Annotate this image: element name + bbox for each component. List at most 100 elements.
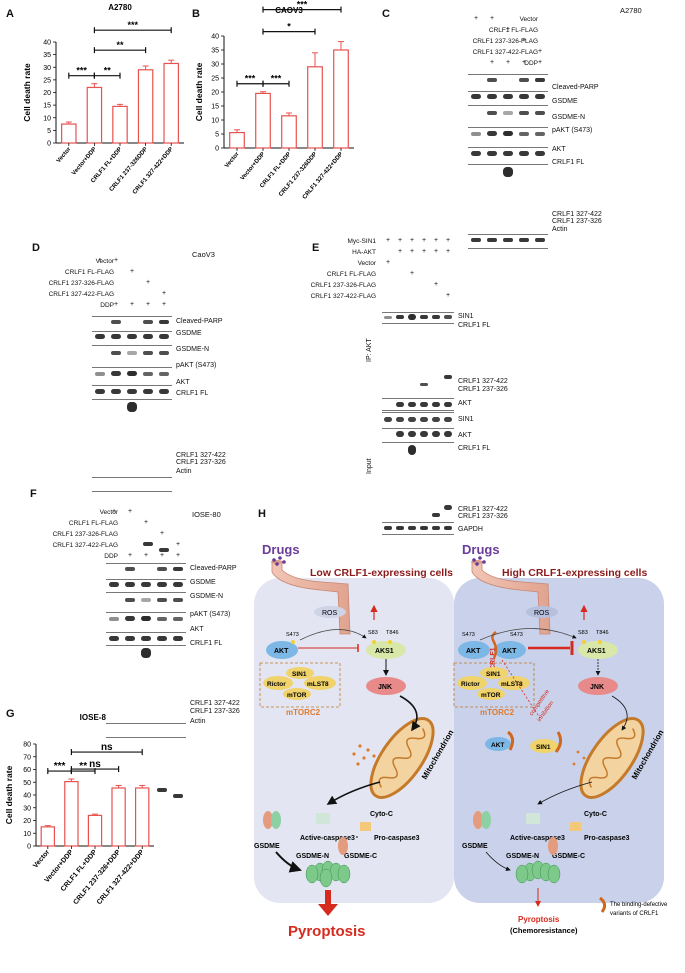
blot-band-label: Cleaved-PARP	[176, 318, 223, 325]
blot-strip	[92, 331, 172, 346]
left-pro-casp-box	[360, 822, 371, 831]
blot-band	[95, 334, 105, 339]
right-ros: ROS	[534, 610, 550, 617]
blot-strip	[92, 386, 172, 400]
blot-header-label: CRLF1 327-422-FLAG	[52, 542, 118, 549]
blot-band	[432, 402, 440, 407]
blot-header-label: CRLF1 237-326-FLAG	[472, 38, 538, 45]
legend-label-2: variants of CRLF1	[610, 911, 659, 917]
blot-sign: +	[521, 37, 527, 44]
significance-label: **	[104, 66, 112, 76]
blot-band	[420, 526, 428, 530]
blot-band-label: CRLF1 237-326	[458, 386, 508, 393]
y-tick-label: 80	[23, 742, 31, 749]
blot-band	[471, 132, 481, 136]
blot-strip	[382, 399, 454, 411]
blot-band	[519, 238, 529, 242]
blot-header-label: CRLF1 237-326-FLAG	[52, 531, 118, 538]
blot-header-label: DDP	[104, 553, 118, 560]
left-jnk: JNK	[378, 684, 392, 691]
blot-strip	[106, 593, 186, 613]
blot-band	[111, 320, 121, 324]
legend-label-1: The binding-defective	[610, 902, 668, 908]
blot-band-label: GSDME-N	[176, 346, 210, 353]
blot-band	[444, 402, 452, 407]
right-pro-casp-box	[570, 822, 581, 831]
x-tick-label: Vector+DDP	[71, 146, 98, 176]
blot-band	[444, 526, 452, 530]
right-aks1-node	[578, 641, 618, 659]
blot-sign: +	[421, 248, 427, 255]
bar	[111, 787, 126, 847]
bar	[64, 781, 79, 847]
blot-band-label: CRLF1 327-422	[176, 452, 226, 459]
panel-label-f: F	[30, 488, 37, 500]
blot-band	[487, 238, 497, 242]
blot-band	[125, 567, 135, 571]
blot-band	[157, 636, 167, 641]
blot-band	[95, 372, 105, 376]
bar	[134, 787, 150, 847]
left-mtorc2: mTORC2	[286, 708, 321, 717]
panel-label-d: D	[32, 242, 40, 254]
blot-band-label: CRLF1 327-422	[552, 211, 602, 218]
blot-strip	[382, 412, 454, 429]
blot-band	[503, 151, 513, 156]
blot-sign: +	[537, 59, 543, 66]
blot-sign: +	[397, 248, 403, 255]
left-gsdme-shape	[263, 811, 281, 829]
blot-band-label: CRLF1 327-422	[458, 378, 508, 385]
blot-header-label: CRLF1 FL-FLAG	[488, 27, 538, 34]
blot-band	[143, 351, 153, 355]
right-active-casp: Active-caspase3	[510, 835, 565, 842]
blot-header-label: CRLF1 327-422-FLAG	[48, 291, 114, 298]
blot-band	[127, 334, 137, 339]
blot-header-label: HA-AKT	[352, 249, 376, 256]
x-tick-label: Vector	[32, 849, 51, 870]
left-mtor: mTOR	[287, 692, 307, 699]
blot-band	[408, 526, 416, 530]
blot-sign: +	[433, 281, 439, 288]
blot-sign: +	[159, 552, 165, 559]
blot-membrane	[382, 312, 454, 411]
low-cell-body	[254, 578, 454, 903]
blot-band	[173, 794, 183, 798]
y-tick-label: 30	[211, 62, 219, 69]
left-gsdme: GSDME	[254, 843, 280, 850]
blot-band	[503, 167, 513, 177]
blot-sign: +	[161, 290, 167, 297]
blot-band-label: AKT	[458, 400, 472, 407]
x-tick-label: Vector	[56, 146, 73, 164]
blot-band	[159, 389, 169, 394]
blot-strip	[382, 443, 454, 523]
blot-band-label: CRLF1 237-326	[552, 218, 602, 225]
blot-sign: +	[409, 237, 415, 244]
chart-title: A2780	[108, 3, 132, 12]
blot-band	[143, 372, 153, 376]
blot-band	[503, 238, 513, 242]
blot-strip	[382, 428, 454, 443]
left-sin1: SIN1	[292, 671, 307, 678]
high-cell-body	[454, 578, 664, 903]
y-tick-label: 15	[43, 103, 51, 110]
bar	[333, 49, 349, 149]
right-cytoc-dots	[572, 750, 586, 766]
right-drug-dots	[472, 556, 486, 566]
blot-c-cell-line: A2780	[620, 6, 642, 15]
blot-sign: +	[409, 270, 415, 277]
blot-sign: +	[445, 237, 451, 244]
bar	[255, 92, 271, 149]
right-mlst8: mLST8	[501, 681, 523, 688]
blot-header-label: CRLF1 327-422-FLAG	[472, 49, 538, 56]
legend-crlf1-icon	[599, 896, 607, 913]
blot-band	[125, 582, 135, 587]
blot-band	[487, 78, 497, 82]
blot-band	[519, 94, 529, 99]
blot-band-label: GSDME	[552, 98, 578, 105]
blot-header-label: CRLF1 327-422-FLAG	[310, 293, 376, 300]
blot-strip	[382, 312, 454, 324]
y-tick-label: 40	[211, 34, 219, 41]
y-tick-label: 5	[47, 128, 51, 135]
left-gsdmec: GSDME-C	[344, 853, 377, 860]
blot-strip	[106, 633, 186, 646]
